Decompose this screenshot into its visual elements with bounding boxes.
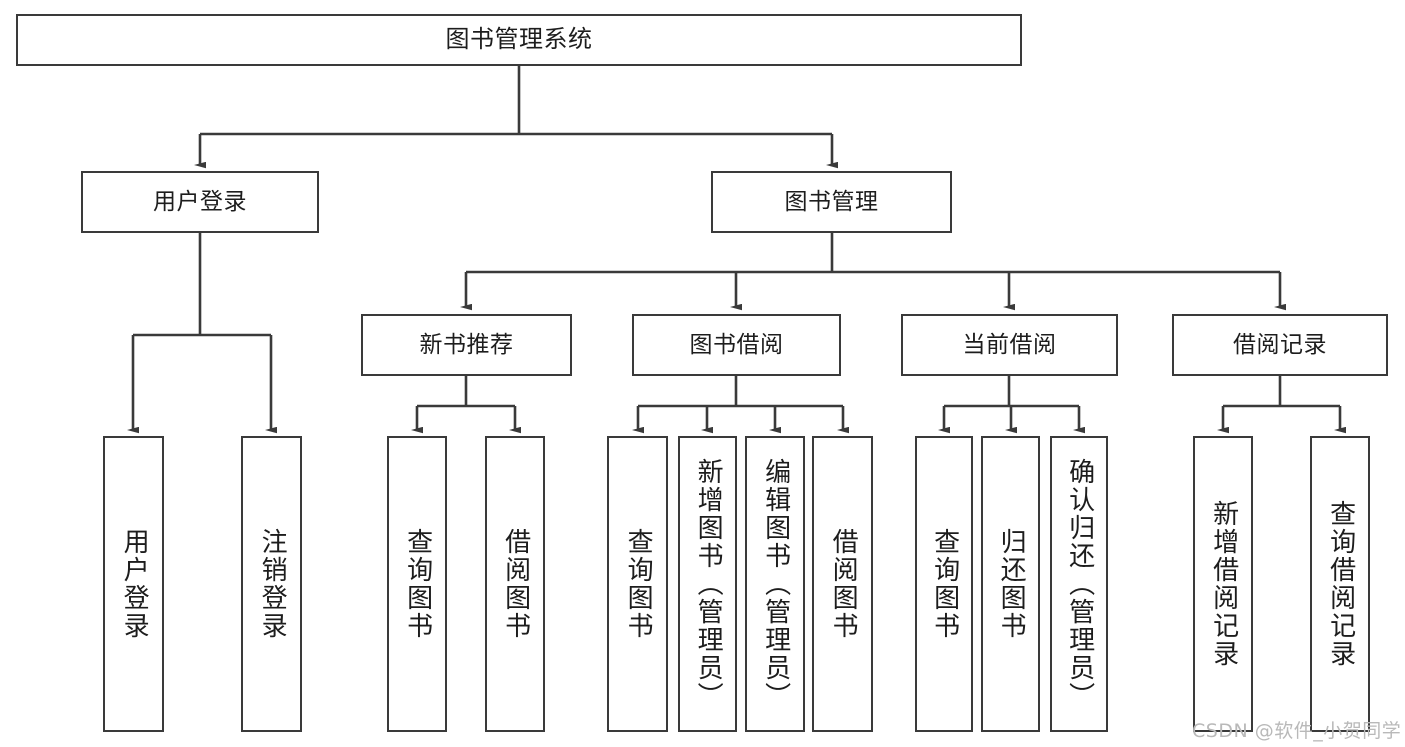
node-new-book-recommend[interactable]: 新书推荐 — [361, 314, 572, 376]
leaf-query-book-3[interactable]: 查询图书 — [915, 436, 973, 732]
leaf-edit-book-label: 编辑图书（管理员） — [760, 458, 791, 710]
leaf-query-book-2-label: 查询图书 — [623, 528, 654, 640]
leaf-query-book-1[interactable]: 查询图书 — [387, 436, 447, 732]
leaf-query-record-label: 查询借阅记录 — [1325, 500, 1356, 668]
leaf-confirm-return[interactable]: 确认归还（管理员） — [1050, 436, 1108, 732]
leaf-return-book-label: 归还图书 — [996, 528, 1027, 640]
leaf-add-record-label: 新增借阅记录 — [1208, 500, 1239, 668]
leaf-query-book-3-label: 查询图书 — [929, 528, 960, 640]
node-new-book-recommend-label: 新书推荐 — [419, 331, 514, 358]
node-root-label: 图书管理系统 — [445, 25, 593, 54]
node-book-borrow[interactable]: 图书借阅 — [632, 314, 841, 376]
node-borrow-record[interactable]: 借阅记录 — [1172, 314, 1388, 376]
leaf-borrow-book-2-label: 借阅图书 — [828, 528, 859, 640]
leaf-query-record[interactable]: 查询借阅记录 — [1310, 436, 1370, 732]
leaf-add-record[interactable]: 新增借阅记录 — [1193, 436, 1253, 732]
leaf-user-login[interactable]: 用户登录 — [103, 436, 164, 732]
leaf-query-book-1-label: 查询图书 — [402, 528, 433, 640]
node-borrow-record-label: 借阅记录 — [1233, 331, 1327, 358]
leaf-edit-book[interactable]: 编辑图书（管理员） — [745, 436, 805, 732]
leaf-add-book-label: 新增图书（管理员） — [693, 458, 724, 710]
leaf-query-book-2[interactable]: 查询图书 — [607, 436, 668, 732]
node-current-borrow[interactable]: 当前借阅 — [901, 314, 1118, 376]
leaf-return-book[interactable]: 归还图书 — [981, 436, 1040, 732]
leaf-borrow-book-2[interactable]: 借阅图书 — [812, 436, 873, 732]
leaf-user-logout[interactable]: 注销登录 — [241, 436, 302, 732]
node-book-borrow-label: 图书借阅 — [689, 331, 784, 358]
node-user-login-label: 用户登录 — [153, 188, 247, 215]
leaf-borrow-book-1[interactable]: 借阅图书 — [485, 436, 545, 732]
leaf-user-logout-label: 注销登录 — [257, 528, 288, 640]
leaf-add-book[interactable]: 新增图书（管理员） — [678, 436, 737, 732]
leaf-confirm-return-label: 确认归还（管理员） — [1064, 458, 1095, 710]
watermark: CSDN @软件_小贺同学 — [1192, 720, 1402, 742]
node-user-login[interactable]: 用户登录 — [81, 171, 319, 233]
node-book-manage-label: 图书管理 — [784, 188, 879, 215]
node-book-manage[interactable]: 图书管理 — [711, 171, 952, 233]
leaf-borrow-book-1-label: 借阅图书 — [500, 528, 531, 640]
node-current-borrow-label: 当前借阅 — [962, 331, 1057, 358]
leaf-user-login-label: 用户登录 — [119, 528, 150, 640]
node-root[interactable]: 图书管理系统 — [16, 14, 1022, 66]
